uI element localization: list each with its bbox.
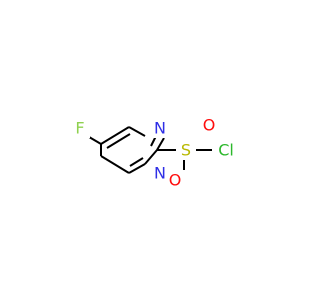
label-bg-s (176, 140, 196, 160)
atom-o-bottom-label: O (169, 171, 182, 190)
label-bg-o-top (199, 115, 219, 135)
atom-cl-label: Cl (218, 141, 234, 160)
atom-f-label: F (75, 119, 84, 138)
bond-c5-c6-double (106, 133, 131, 149)
atom-s-label: S (181, 141, 191, 160)
label-bg-cl (212, 140, 240, 160)
bond-c2-n3 (144, 149, 158, 165)
bond-c4-c5 (100, 155, 130, 174)
bond-n1-c2 (156, 137, 165, 151)
bond-c6-n1 (128, 126, 146, 137)
bond-n3-c4-double (129, 157, 144, 167)
atom-o-top-label: O (203, 116, 216, 135)
atom-n-bottom-label: N (154, 164, 166, 183)
label-bg-o-bottom (165, 170, 185, 190)
atom-n-top-label: N (154, 119, 166, 138)
bond-n3-c4 (128, 163, 146, 174)
bond-c5-c6 (100, 126, 130, 145)
molecule-diagram: F N N S O O Cl (70, 115, 240, 190)
structure-canvas: F N N S O O Cl (70, 115, 240, 190)
label-bg-n-top (150, 118, 170, 138)
label-bg-f (70, 118, 90, 138)
atom-labels: F N N S O O Cl (70, 115, 240, 190)
